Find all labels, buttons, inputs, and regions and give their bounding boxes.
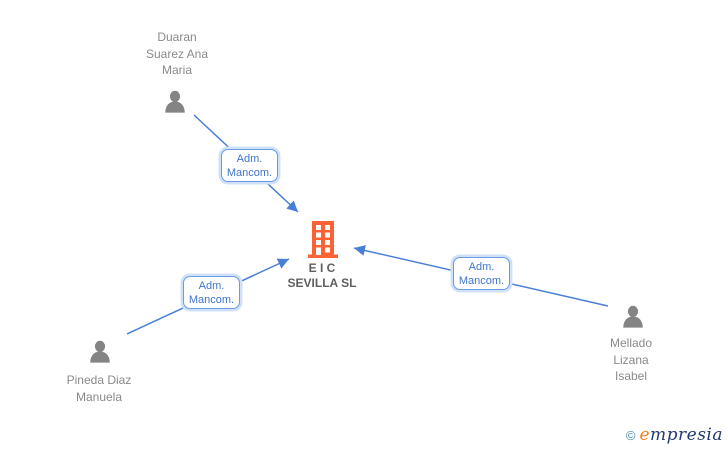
company-name[interactable]: E I C SEVILLA SL: [262, 261, 382, 291]
person-icon-duaran[interactable]: [161, 89, 189, 117]
company-name-line: SEVILLA SL: [287, 276, 357, 290]
person-icon-pineda[interactable]: [86, 339, 114, 367]
person-name-mellado[interactable]: Mellado Lizana Isabel: [571, 335, 691, 385]
relation-label-line: Mancom.: [458, 274, 505, 287]
person-name-line: Maria: [161, 63, 192, 77]
relation-label-line: Adm.: [468, 260, 495, 273]
copyright-icon: ©: [625, 428, 636, 443]
person-name-line: Lizana: [613, 352, 649, 367]
person-icon-mellado[interactable]: [619, 304, 647, 332]
relation-label-line: Adm.: [198, 279, 225, 292]
relation-label-duaran: Adm. Mancom.: [221, 149, 278, 182]
company-name-line: E I C: [308, 261, 336, 275]
relation-label-line: Mancom.: [188, 293, 235, 306]
person-name-line: Pineda Diaz: [66, 373, 132, 387]
person-name-line: Duaran: [157, 30, 197, 44]
relation-label-mellado: Adm. Mancom.: [453, 257, 510, 290]
person-name-line: Mellado: [609, 336, 653, 350]
person-name-pineda[interactable]: Pineda Diaz Manuela: [39, 372, 159, 405]
brand-wordmark: empresia: [639, 425, 723, 445]
person-name-line: Manuela: [75, 389, 123, 404]
person-name-line: Suarez Ana: [145, 46, 209, 61]
relation-label-line: Mancom.: [226, 166, 273, 179]
empresia-logo[interactable]: © empresia: [626, 425, 723, 445]
relation-label-line: Adm.: [236, 152, 263, 165]
relation-label-pineda: Adm. Mancom.: [183, 276, 240, 309]
company-building-icon[interactable]: [307, 221, 339, 258]
person-name-duaran[interactable]: Duaran Suarez Ana Maria: [117, 29, 237, 79]
person-name-line: Isabel: [614, 369, 648, 383]
